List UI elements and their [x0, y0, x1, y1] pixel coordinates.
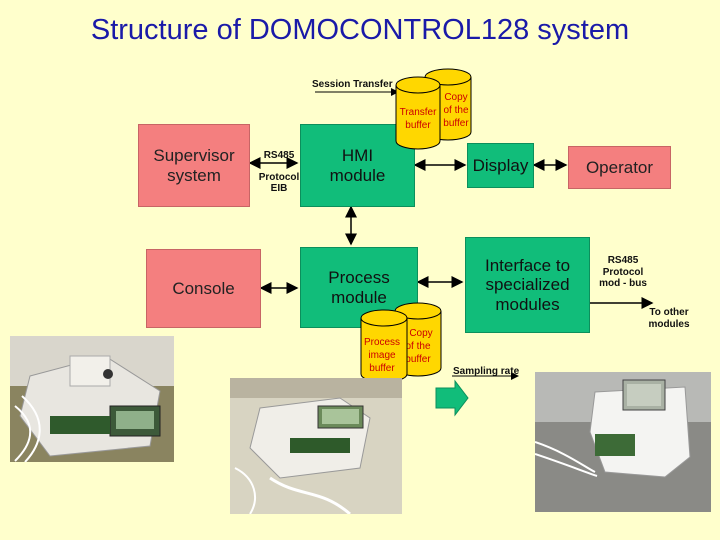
hardware-photo-right — [535, 372, 711, 512]
supervisor-system-box: Supervisor system — [138, 124, 250, 207]
session-transfer-label: Session Transfer — [312, 79, 393, 90]
hardware-photo-left-image — [10, 336, 174, 462]
rs485-modbus-line-1: RS485 — [607, 255, 639, 266]
to-other-line-2: modules — [648, 318, 690, 330]
hardware-photo-left — [10, 336, 174, 462]
hardware-photo-right-image — [535, 372, 711, 512]
process-module-box: Process module — [300, 247, 418, 328]
rs485-modbus-line-2: Protocol — [602, 266, 644, 278]
console-box: Console — [146, 249, 261, 328]
hardware-photo-middle — [230, 378, 402, 514]
rs485-eib-line-3: EIB — [270, 183, 288, 194]
rs485-eib-label: RS485 Protocol EIB — [255, 150, 303, 195]
interface-box: Interface to specialized modules — [465, 237, 590, 333]
hmi-module-box: HMI module — [300, 124, 415, 207]
sampling-rate-label: Sampling rate — [453, 366, 520, 377]
rs485-eib-line-1: RS485 — [263, 150, 295, 161]
rs485-eib-line-2: Protocol — [258, 171, 300, 183]
operator-box: Operator — [568, 146, 671, 189]
hardware-photo-middle-image — [230, 378, 402, 514]
display-box: Display — [467, 143, 534, 188]
to-other-line-1: To other — [649, 307, 689, 318]
rs485-modbus-line-3: mod - bus — [599, 278, 647, 289]
to-other-modules-label: To other modules — [643, 307, 695, 330]
block-arrow-icon — [435, 379, 469, 417]
page-title: Structure of DOMOCONTROL128 system — [90, 14, 630, 46]
rs485-modbus-label: RS485 Protocol mod - bus — [595, 255, 651, 290]
